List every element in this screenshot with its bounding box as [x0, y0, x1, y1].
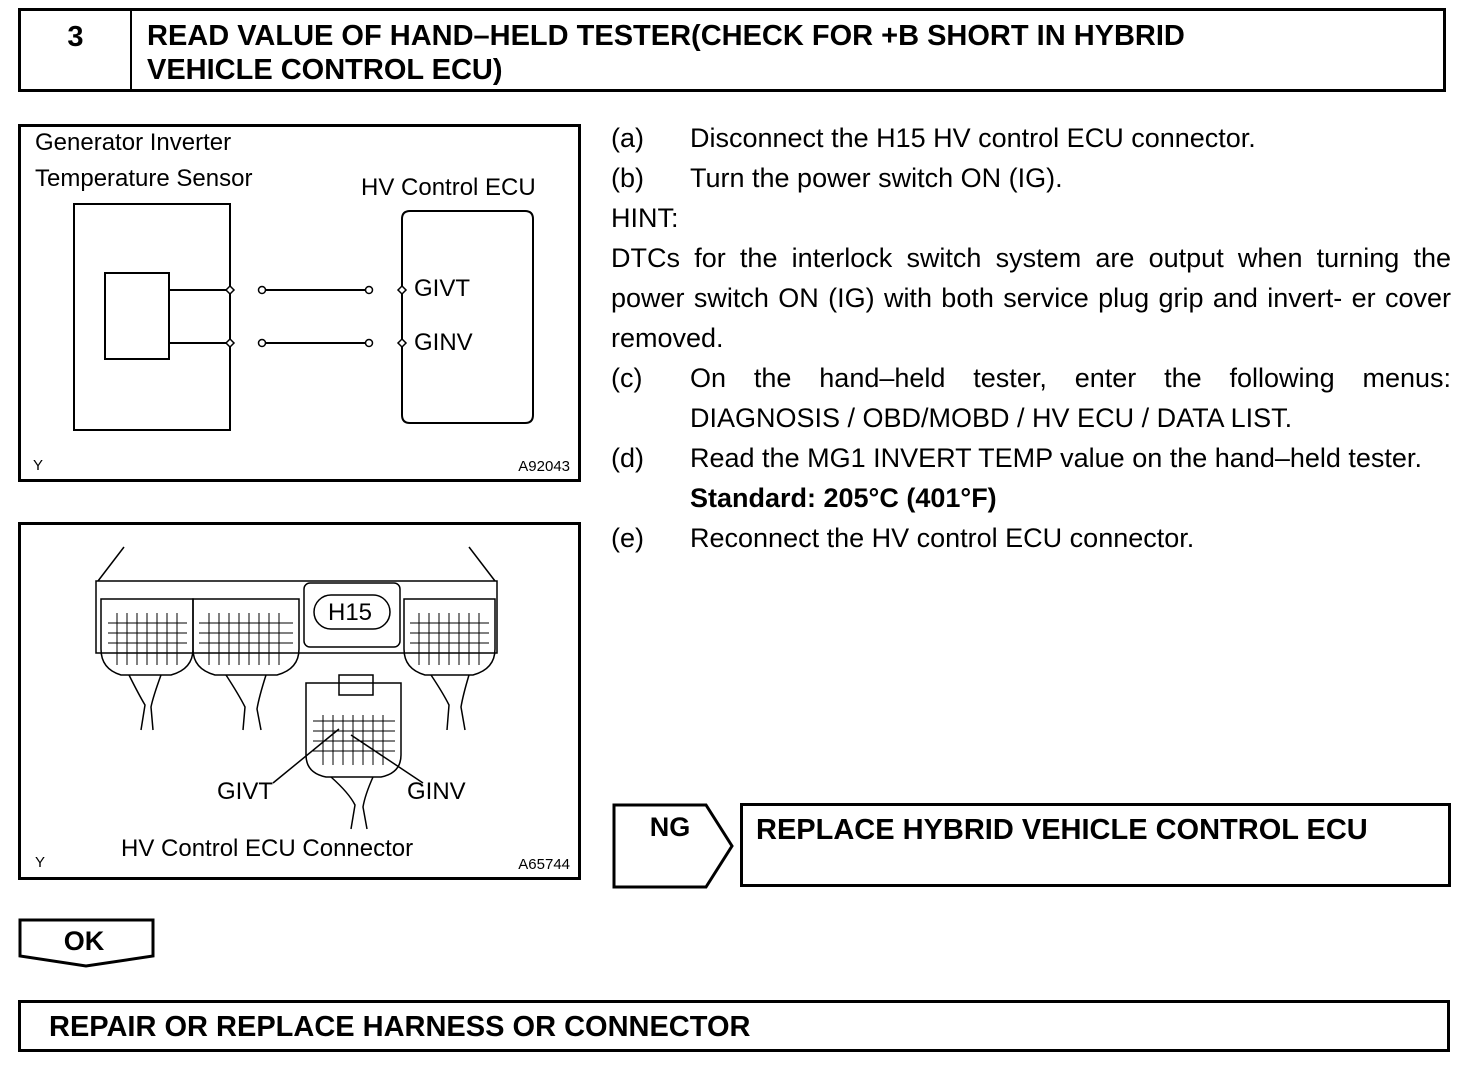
h15-connector: [305, 682, 402, 778]
step-d-letter: (d): [611, 443, 644, 473]
step-a-text: Disconnect the H15 HV control ECU connec…: [690, 123, 1256, 153]
step-title-line1: READ VALUE OF HAND–HELD TESTER(CHECK FOR…: [147, 20, 1185, 52]
connector-code-plate: [303, 582, 401, 648]
step-title: READ VALUE OF HAND–HELD TESTER(CHECK FOR…: [147, 19, 1433, 87]
pin-label-ginv: GINV: [407, 778, 466, 805]
hint-label: HINT:: [611, 203, 679, 233]
step-c-text: On the hand–held tester, enter the follo…: [690, 363, 1451, 433]
step-a-letter: (a): [611, 123, 644, 153]
middle-connector: [192, 598, 300, 676]
step-number-cell: 3: [21, 11, 132, 89]
ecu-housing: [95, 580, 498, 654]
step-b-letter: (b): [611, 163, 644, 193]
ng-action-box: REPLACE HYBRID VEHICLE CONTROL ECU: [740, 803, 1451, 887]
standard-value: Standard: 205°C (401°F): [690, 483, 997, 513]
sensor-body: [73, 203, 231, 431]
step-e-text: Reconnect the HV control ECU connector.: [690, 523, 1195, 553]
step-c-letter: (c): [611, 363, 643, 393]
step-b-text: Turn the power switch ON (IG).: [690, 163, 1063, 193]
pin-label-givt: GIVT: [217, 778, 274, 805]
step-e: (e) Reconnect the HV control ECU connect…: [611, 518, 1451, 558]
connector-figure: H15 GIVT GINV HV Control ECU Connector Y…: [18, 522, 581, 880]
final-action-box: REPAIR OR REPLACE HARNESS OR CONNECTOR: [18, 1000, 1450, 1052]
ecu-body: [401, 210, 534, 424]
step-header: 3 READ VALUE OF HAND–HELD TESTER(CHECK F…: [18, 8, 1446, 92]
step-title-line2: VEHICLE CONTROL ECU): [147, 54, 503, 86]
step-number: 3: [67, 21, 84, 53]
ok-arrow-icon: [18, 918, 155, 968]
ng-action-text: REPLACE HYBRID VEHICLE CONTROL ECU: [756, 814, 1368, 846]
pin-label-ginv: GINV: [414, 329, 473, 356]
circuit-diagram-figure: Generator Inverter Temperature Sensor HV…: [18, 124, 581, 482]
corner-mark: Y: [33, 457, 44, 474]
ginv-leader-line: [350, 734, 424, 784]
figure-id: A65744: [518, 856, 570, 873]
connector-code: H15: [328, 599, 373, 626]
figure-id: A92043: [518, 458, 570, 475]
sensor-element: [104, 272, 170, 360]
corner-mark: Y: [35, 854, 46, 871]
ng-arrow-icon: [612, 803, 734, 889]
connector-illustration: [95, 546, 498, 830]
step-b: (b) Turn the power switch ON (IG).: [611, 158, 1451, 198]
right-connector: [403, 598, 496, 676]
hint-text: DTCs for the interlock switch system are…: [611, 243, 1451, 353]
step-d: (d) Read the MG1 INVERT TEMP value on th…: [611, 438, 1451, 478]
step-d-text: Read the MG1 INVERT TEMP value on the ha…: [690, 443, 1422, 473]
procedure-steps: (a) Disconnect the H15 HV control ECU co…: [611, 118, 1451, 558]
step-e-letter: (e): [611, 523, 644, 553]
ng-label: NG: [649, 812, 691, 842]
step-c: (c) On the hand–held tester, enter the f…: [611, 358, 1451, 438]
ok-label: OK: [63, 926, 105, 956]
pin-label-givt: GIVT: [414, 275, 471, 302]
connector-caption: HV Control ECU Connector: [121, 835, 414, 862]
step-a: (a) Disconnect the H15 HV control ECU co…: [611, 118, 1451, 158]
sensor-label-line1: Generator Inverter: [35, 129, 232, 156]
circuit-diagram: [73, 203, 534, 431]
ecu-label: HV Control ECU: [361, 174, 536, 201]
givt-leader-line: [272, 728, 340, 784]
final-action-text: REPAIR OR REPLACE HARNESS OR CONNECTOR: [49, 1011, 751, 1043]
sensor-label-line2: Temperature Sensor: [35, 165, 253, 192]
